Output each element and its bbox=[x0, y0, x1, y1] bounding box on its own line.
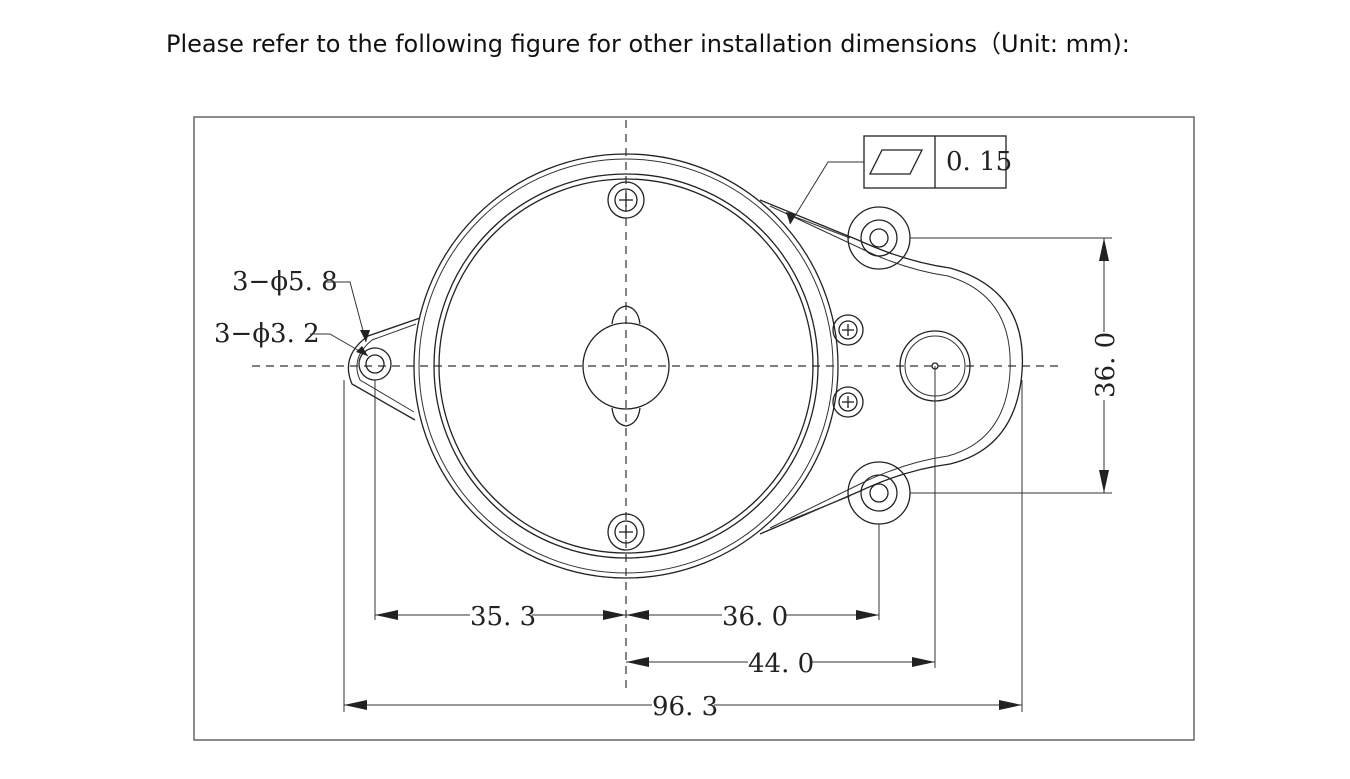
flatness-tolerance-value: 0. 15 bbox=[946, 147, 1012, 177]
main-housing bbox=[413, 153, 839, 579]
dimension-36-0-horizontal: 36. 0 bbox=[626, 602, 879, 632]
top-screw bbox=[607, 181, 645, 219]
dim-center-to-hole-label: 36. 0 bbox=[722, 602, 788, 632]
dimension-36-0-vertical: 36. 0 bbox=[1091, 238, 1121, 493]
upper-mounting-hole bbox=[847, 206, 911, 270]
right-upper-screw bbox=[832, 314, 864, 346]
hole-inner-diameter-label: 3−ϕ3. 2 bbox=[214, 319, 320, 349]
hole-callouts: 3−ϕ5. 8 3−ϕ3. 2 bbox=[214, 267, 370, 357]
flatness-tolerance-frame: 0. 15 bbox=[786, 135, 1012, 225]
dim-left-to-center-label: 35. 3 bbox=[470, 602, 536, 632]
dimension-96-3: 96. 3 bbox=[344, 692, 1022, 722]
hole-outer-diameter-label: 3−ϕ5. 8 bbox=[232, 267, 338, 297]
right-lower-screw bbox=[832, 386, 864, 418]
bottom-screw bbox=[607, 513, 645, 551]
dim-hole-spacing-label: 36. 0 bbox=[1091, 332, 1121, 398]
flatness-symbol-icon bbox=[868, 149, 924, 175]
dim-overall-width-label: 96. 3 bbox=[652, 692, 718, 722]
dimension-44-0: 44. 0 bbox=[626, 649, 935, 679]
left-mounting-ear bbox=[347, 317, 421, 421]
drawing-frame bbox=[193, 116, 1195, 741]
dim-center-to-boss-label: 44. 0 bbox=[748, 649, 814, 679]
figure-caption: Please refer to the following figure for… bbox=[166, 30, 1130, 58]
right-bracket bbox=[759, 199, 1024, 535]
extension-lines bbox=[343, 237, 1112, 712]
dimension-35-3: 35. 3 bbox=[375, 602, 626, 632]
